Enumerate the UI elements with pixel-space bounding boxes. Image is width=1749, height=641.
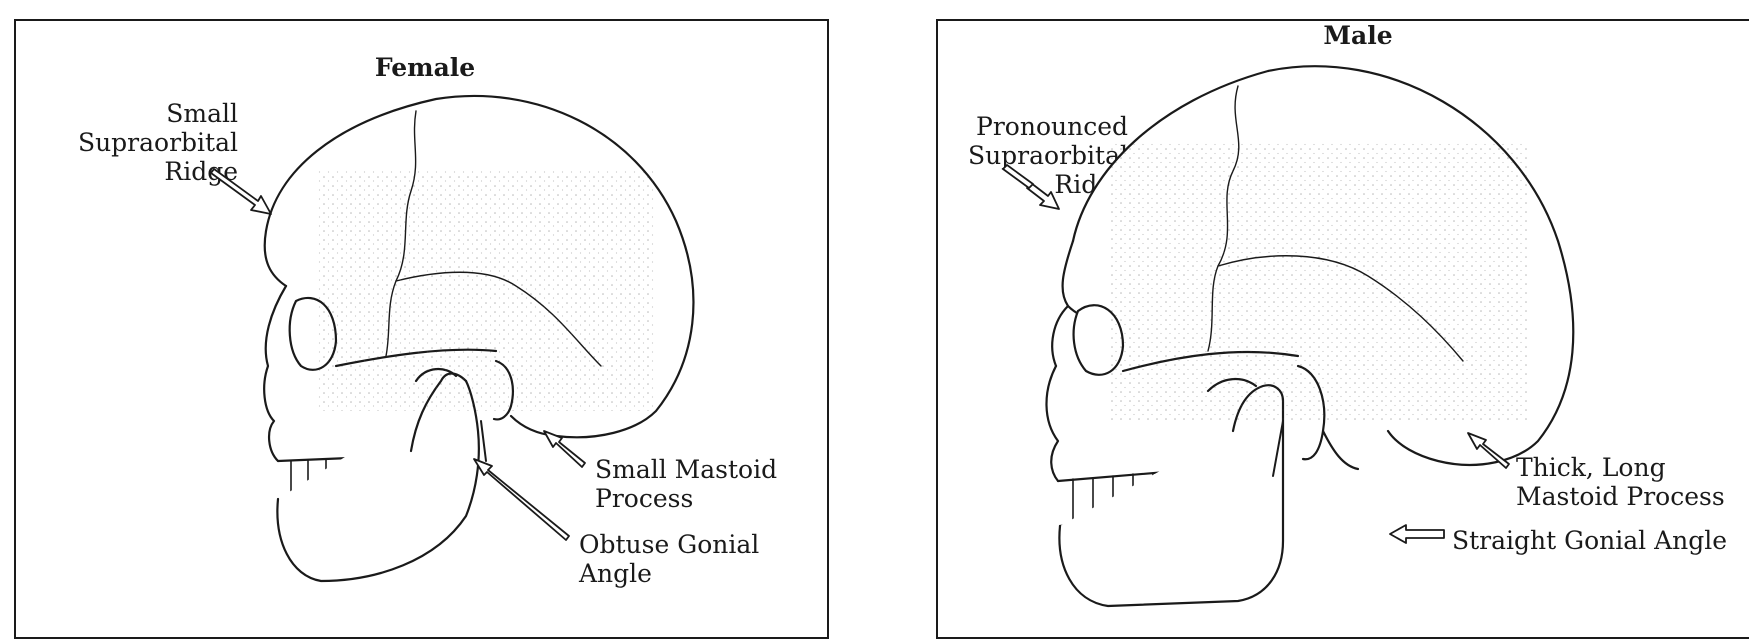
male-supraorbital-label: Pronounced Supraorbital Ridge: [953, 112, 1128, 199]
male-gonial-label: Straight Gonial Angle: [1452, 526, 1727, 555]
female-mastoid-arrow: [543, 430, 586, 468]
male-gonial-line-1: Straight Gonial Angle: [1452, 526, 1728, 555]
female-gonial-line-2: Angle: [579, 559, 652, 588]
male-skull-illustration: [1002, 65, 1575, 608]
female-mandible: [276, 379, 480, 583]
male-mastoid-arrow: [1467, 432, 1510, 469]
female-panel: Female Small Supraorbital Ridge Small Ma…: [14, 19, 829, 639]
female-supraorbital-arrow: [210, 168, 272, 215]
male-mastoid-line-2: Mastoid Process: [1516, 482, 1725, 511]
female-gonial-line-1: Obtuse Gonial: [579, 530, 760, 559]
female-mastoid-label: Small Mastoid Process: [595, 455, 777, 513]
male-supraorbital-arrow: [1026, 182, 1060, 210]
female-mastoid-line-1: Small Mastoid: [595, 455, 778, 484]
female-supraorbital-line-1: Small: [166, 99, 238, 128]
female-mastoid-line-2: Process: [595, 484, 694, 513]
male-supraorbital-line-1: Pronounced: [976, 112, 1128, 141]
male-mastoid-label: Thick, Long Mastoid Process: [1516, 453, 1725, 511]
female-supraorbital-label: Small Supraorbital Ridge: [46, 99, 238, 186]
male-gonial-arrow: [1389, 524, 1445, 544]
male-mastoid-line-1: Thick, Long: [1516, 453, 1666, 482]
female-gonial-label: Obtuse Gonial Angle: [579, 530, 759, 588]
female-title: Female: [374, 53, 476, 82]
male-supraorbital-line-2: Supraorbital: [967, 141, 1128, 170]
male-title: Male: [1323, 21, 1393, 50]
male-supraorbital-arrow-shaft: [1002, 164, 1034, 189]
female-supraorbital-line-2: Supraorbital: [77, 128, 238, 157]
male-panel: Male Pronounced Supraorbital Ridge Thick…: [936, 19, 1749, 639]
female-gonial-arrow: [473, 458, 570, 541]
female-skull-illustration: [210, 94, 695, 583]
